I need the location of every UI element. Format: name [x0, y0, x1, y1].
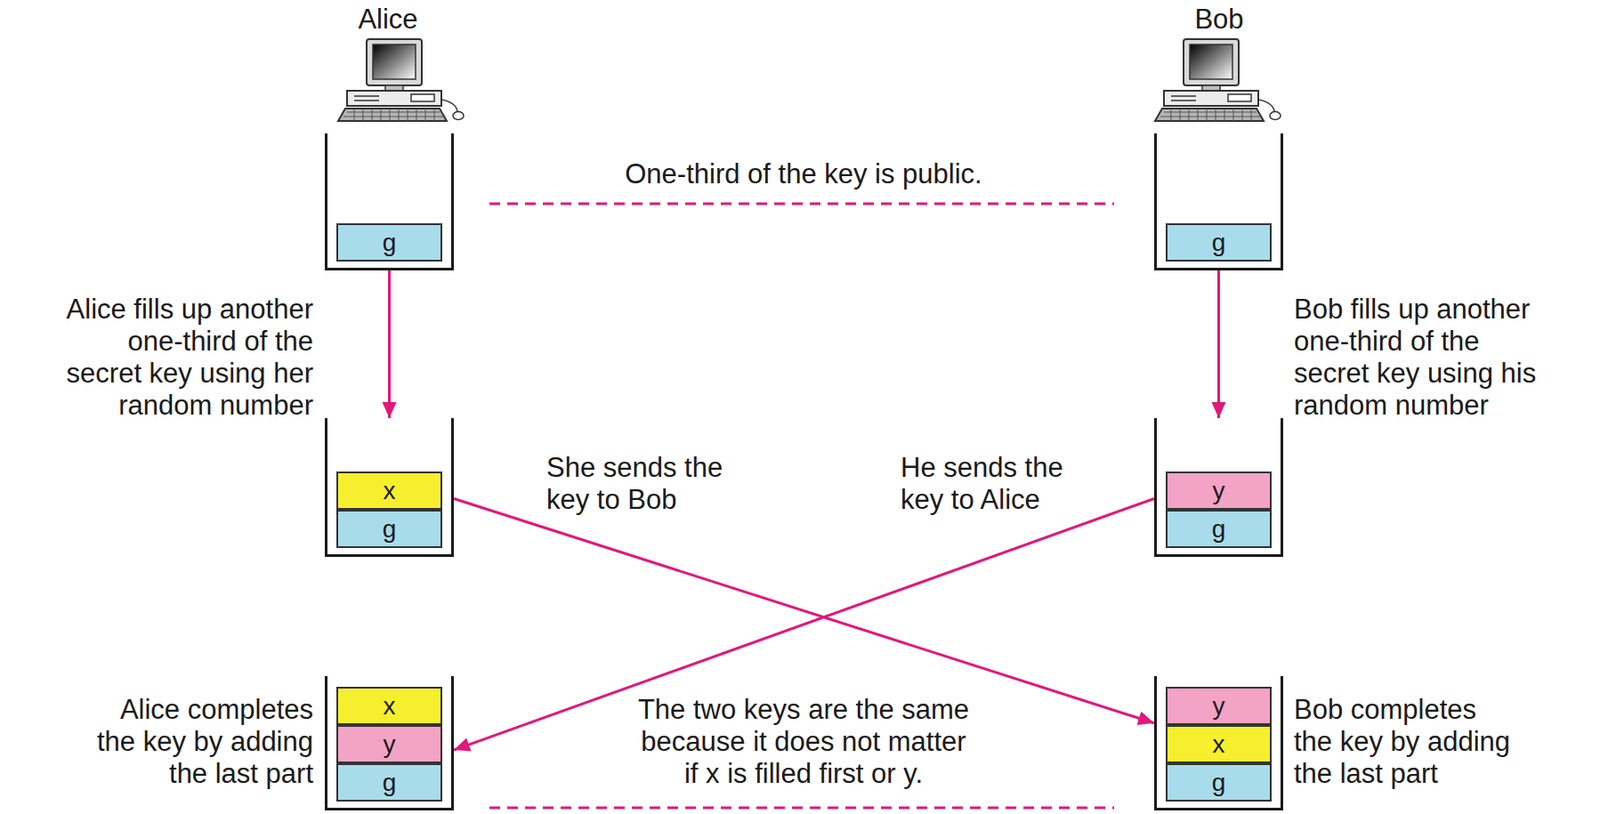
step-note-text: Bob fills up another one-third of the se… — [1293, 293, 1536, 421]
key-part: y — [1165, 686, 1272, 726]
step-note: Bob fills up another one-third of the se… — [1293, 293, 1561, 422]
key-part: g — [1165, 223, 1272, 262]
key-part-label: x — [1212, 732, 1226, 758]
arrow-connector — [387, 270, 391, 419]
step-note: Bob completes the key by adding the last… — [1293, 694, 1517, 791]
key-container: yxg — [1154, 676, 1284, 811]
key-part: y — [1165, 471, 1272, 510]
key-part: g — [1165, 509, 1272, 549]
step-note: He sends the key to Alice — [900, 452, 1092, 517]
key-container: yg — [1154, 418, 1284, 558]
key-part-label: y — [1212, 478, 1226, 504]
key-container: g — [324, 133, 454, 271]
key-part: x — [1165, 725, 1272, 764]
key-part-label: x — [383, 478, 396, 504]
key-part-label: g — [1212, 770, 1227, 796]
note-text: One-third of the key is public. — [624, 158, 982, 190]
arrow-connector — [453, 498, 1155, 723]
key-part: g — [336, 509, 443, 549]
step-note: Alice completes the key by adding the la… — [86, 694, 314, 791]
key-part-label: x — [383, 694, 396, 720]
note-text: The two keys are the same because it doe… — [638, 694, 970, 790]
key-part: x — [336, 471, 443, 510]
person-name: Bob — [1130, 3, 1309, 36]
arrow-connector — [1217, 270, 1221, 419]
step-note-text: Alice completes the key by adding the la… — [96, 694, 314, 790]
key-part: g — [1165, 763, 1272, 802]
key-container: xg — [324, 418, 454, 558]
key-part: x — [336, 686, 443, 726]
key-part: g — [336, 223, 443, 262]
key-part: y — [336, 725, 443, 764]
step-note-text: She sends the key to Bob — [546, 452, 723, 516]
key-container: xyg — [324, 676, 454, 811]
key-part: g — [336, 763, 443, 802]
note: One-third of the key is public. — [536, 158, 1071, 191]
key-container: g — [1154, 133, 1284, 271]
key-part-label: g — [1212, 517, 1227, 542]
step-note-text: Alice fills up another one-third of the … — [66, 293, 314, 421]
step-note: Alice fills up another one-third of the … — [46, 293, 314, 422]
note: The two keys are the same because it doe… — [634, 694, 973, 791]
step-note-text: Bob completes the key by adding the last… — [1293, 694, 1511, 790]
key-part-label: g — [382, 770, 397, 796]
person-name-text: Bob — [1194, 3, 1244, 35]
step-note: She sends the key to Bob — [546, 452, 747, 517]
key-part-label: g — [382, 517, 397, 542]
step-note-text: He sends the key to Alice — [900, 452, 1064, 516]
key-part-label: g — [382, 230, 397, 256]
person-name: Alice — [298, 3, 477, 36]
key-part-label: g — [1212, 230, 1227, 256]
key-part-label: y — [383, 732, 396, 758]
person-name-text: Alice — [357, 3, 418, 35]
key-part-label: y — [1212, 694, 1226, 720]
